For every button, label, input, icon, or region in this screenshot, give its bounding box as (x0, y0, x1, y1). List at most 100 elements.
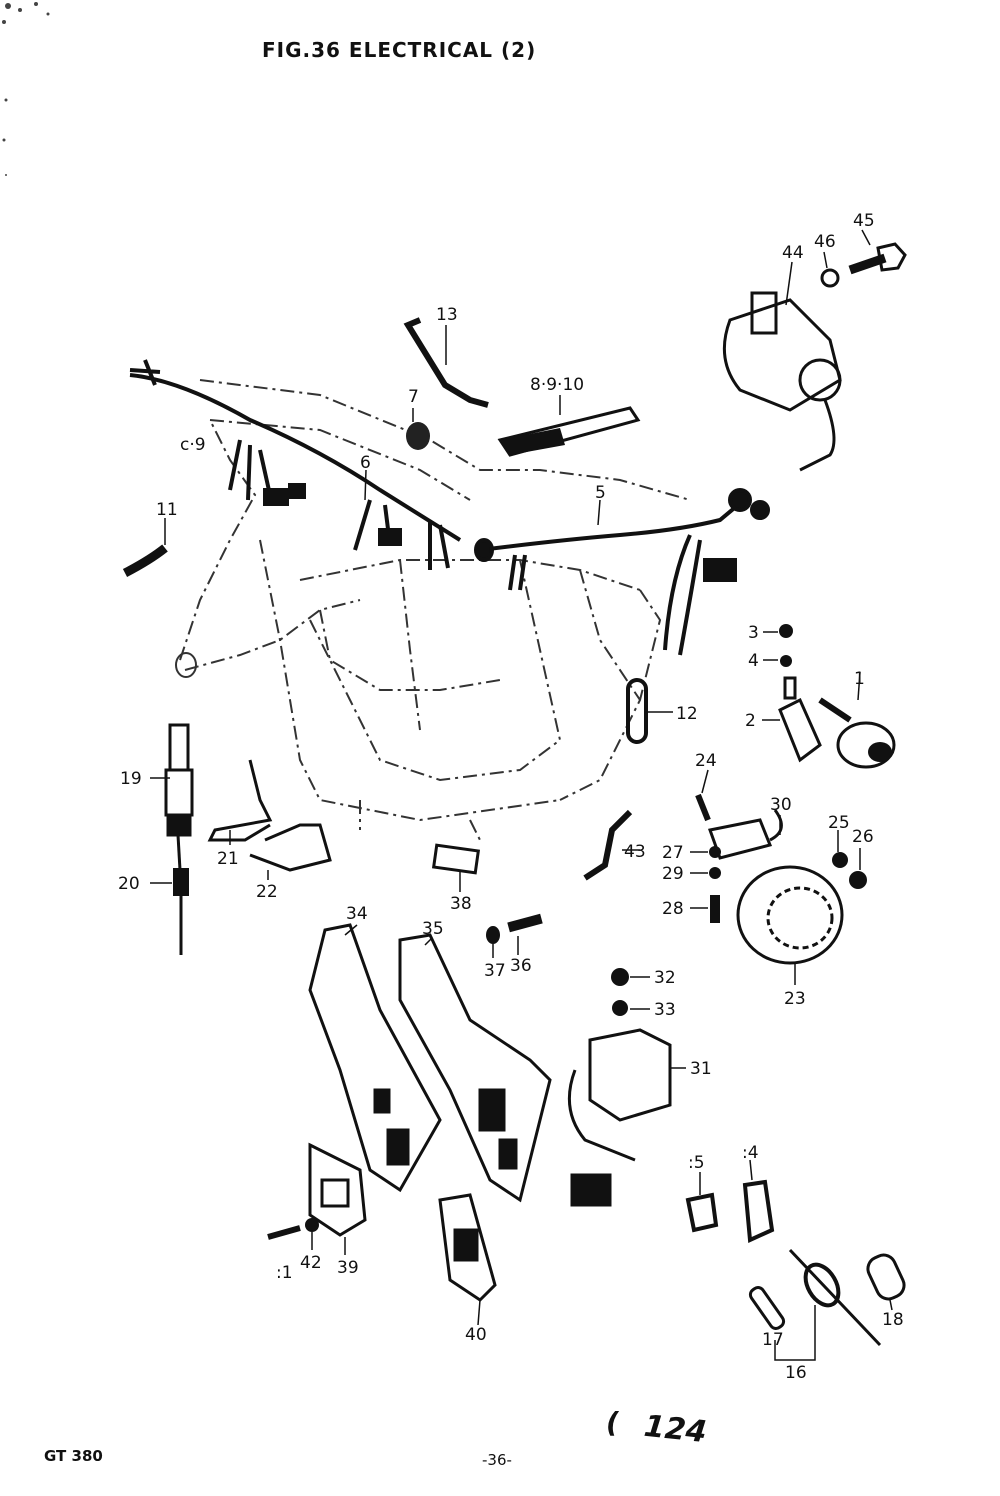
callout-28: 28 (662, 899, 684, 919)
model-code: GT 380 (44, 1447, 103, 1465)
part-23-horn (736, 865, 844, 965)
callout-22: 22 (256, 882, 278, 902)
callout-23: 23 (784, 989, 806, 1009)
callout-31: 31 (690, 1059, 712, 1079)
callout-29: 29 (662, 864, 684, 884)
part-4-washer (780, 655, 792, 667)
part-13-clamp (403, 317, 489, 408)
part-42-washer (305, 1218, 319, 1232)
leader-lines (150, 229, 893, 1361)
part-33-washer (612, 1000, 628, 1016)
part-28-bolt (710, 895, 720, 923)
callout-7: 7 (408, 387, 419, 407)
figure-title: FIG.36 ELECTRICAL (2) (262, 38, 537, 62)
callout-16: 16 (785, 1363, 807, 1383)
callout-34: 34 (346, 904, 368, 924)
part-31-regulator (567, 1028, 672, 1207)
callout-33: 33 (654, 1000, 676, 1020)
wiring-harness-5 (474, 488, 770, 656)
part-12-ring (626, 678, 648, 744)
callout-30: 30 (770, 795, 792, 815)
callout-26: 26 (852, 827, 874, 847)
part-44-relay (722, 291, 842, 472)
wiring-harness-6 (129, 359, 462, 570)
part-16-fuse-holder (788, 1248, 882, 1347)
callout-18: 18 (882, 1310, 904, 1330)
callout-45: 45 (853, 211, 875, 231)
callout-24: 24 (695, 751, 717, 771)
part-2-switch (778, 676, 822, 763)
frame-tube-end (175, 652, 197, 678)
callout-6: 6 (360, 453, 371, 473)
part-45-bolt (848, 242, 907, 275)
callout-harness-tag: c·9 (180, 435, 206, 455)
callout-14: :4 (742, 1143, 759, 1163)
callout-32: 32 (654, 968, 676, 988)
part-36-bolt (507, 913, 543, 933)
part-21-bracket (207, 759, 273, 842)
callout-5: 5 (595, 483, 606, 503)
part-20-spring (173, 868, 189, 955)
part-25-nut (832, 852, 848, 868)
handwritten-mark: ( (606, 1406, 619, 1439)
callout-17: 17 (762, 1330, 784, 1350)
callout-43: 43 (624, 842, 646, 862)
part-8-9-10-strip (497, 406, 641, 457)
callout-41: :1 (276, 1263, 293, 1283)
handwritten-number: 124 (642, 1408, 709, 1451)
part-46-washer (820, 268, 840, 288)
callout-20: 20 (118, 874, 140, 894)
callout-2: 2 (745, 711, 756, 731)
callout-4: 4 (748, 651, 759, 671)
callout-12: 12 (676, 704, 698, 724)
part-27-washer (709, 846, 721, 858)
callout-37: 37 (484, 961, 506, 981)
part-35-bracket (398, 933, 552, 1203)
callout-27: 27 (662, 843, 684, 863)
callout-21: 21 (217, 849, 239, 869)
part-7-grommet (406, 422, 430, 450)
part-17-fuse (748, 1286, 786, 1330)
callout-36: 36 (510, 956, 532, 976)
part-38-pad (431, 843, 481, 875)
part-24-screw (695, 793, 711, 822)
callout-25: 25 (828, 813, 850, 833)
frame-outline (179, 379, 691, 841)
callout-42: 42 (300, 1253, 322, 1273)
part-32-nut (611, 968, 629, 986)
callout-1: 1 (854, 669, 865, 689)
part-11-cover (122, 544, 168, 577)
part-37-washer (486, 926, 500, 944)
callout-11: 11 (156, 500, 178, 520)
page-number: -36- (482, 1451, 512, 1469)
callout-38: 38 (450, 894, 472, 914)
callout-39: 39 (337, 1258, 359, 1278)
part-8-9-10-connector (500, 428, 565, 455)
callout-15: :5 (688, 1153, 705, 1173)
callout-46: 46 (814, 232, 836, 252)
callout-35: 35 (422, 919, 444, 939)
part-1-switch (818, 697, 896, 769)
callout-44: 44 (782, 243, 804, 263)
scan-noise (2, 2, 50, 176)
part-39-plate (308, 1142, 367, 1237)
part-29-nut (709, 867, 721, 879)
callout-19: 19 (120, 769, 142, 789)
callout-3: 3 (748, 623, 759, 643)
part-15-clip (685, 1192, 719, 1233)
part-18-cap (866, 1253, 906, 1301)
part-34-bracket (308, 923, 442, 1193)
part-26-nut (849, 871, 867, 889)
part-19-sensor (164, 723, 194, 871)
callout-labels: 1 2 3 4 5 6 7 8·9·10 11 12 13 :4 :5 16 1… (118, 211, 904, 1383)
part-3-screw (779, 624, 793, 638)
callout-8-9-10: 8·9·10 (530, 375, 584, 395)
part-43-wire (583, 809, 633, 881)
part-40-plate (438, 1193, 497, 1302)
part-41-screw (267, 1225, 301, 1240)
callout-40: 40 (465, 1325, 487, 1345)
callout-13: 13 (436, 305, 458, 325)
part-22-bracket (249, 823, 332, 872)
part-14-clip (742, 1179, 775, 1243)
